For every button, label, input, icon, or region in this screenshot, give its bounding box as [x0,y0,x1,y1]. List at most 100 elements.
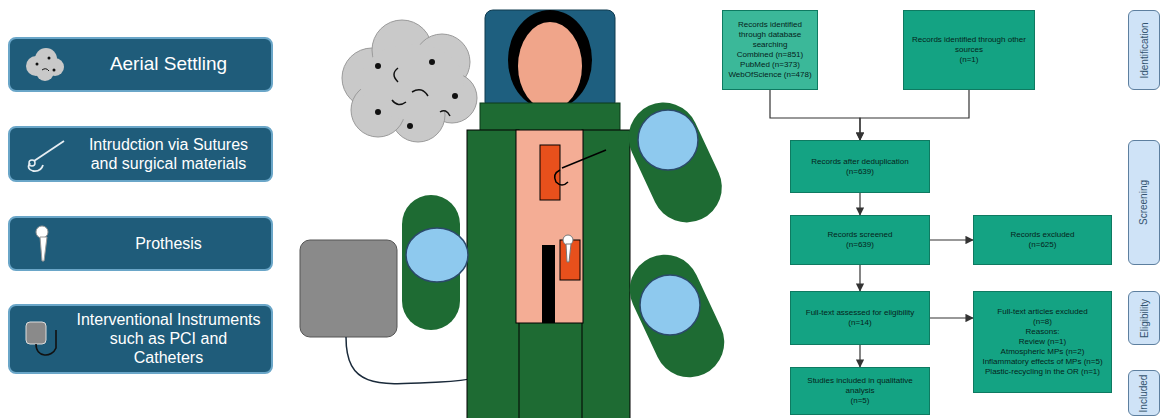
icon-shape [36,63,54,81]
particle-fiber [394,68,398,82]
prisma-box: Records after deduplication(n=639) [790,140,930,193]
flow-arrow [770,90,860,140]
suture-needle [555,170,568,185]
prisma-box: Full-text assessed for eligibility(n=14) [790,291,930,345]
surgical-field [516,130,583,323]
particle-dot [452,93,458,99]
icon-fiber [42,68,49,70]
flow-arrow [859,265,860,291]
prosthesis-stem [566,244,571,262]
particle-fiber [392,100,406,105]
box-text: Records screened [828,230,893,240]
source-box: Aerial Settling [8,37,273,92]
monitor-body [300,240,397,337]
phase-label: Identification [1139,22,1150,78]
box-text: Reasons: [1026,327,1060,337]
prisma-box: Records screened(n=639) [790,215,930,265]
surgeon-head [640,275,700,335]
phase-band: Included [1128,370,1160,416]
prisma-box: Records excluded(n=625) [973,215,1112,265]
icon-shape [29,163,43,171]
box-text: (n=639) [846,240,874,250]
particle-fiber [412,90,428,96]
box-text: (n=14) [848,318,871,328]
hair [508,10,592,110]
box-text: (n=8) [1033,317,1052,327]
drape-side [467,130,519,418]
implant-site [560,240,580,280]
surgeon-body [618,243,736,389]
phase-label: Eligibility [1139,299,1150,338]
icon-shape [26,322,46,344]
needle-holder [562,150,606,168]
box-text: Plastic-recycling in the OR (n=1) [985,367,1100,377]
prisma-box: Records identified through database sear… [722,10,818,90]
box-text: Review (n=1) [1019,337,1066,347]
phase-band: Screening [1128,140,1160,265]
particle-dot [429,59,435,65]
phase-label: Included [1139,374,1150,412]
icon-dot [48,56,51,59]
suture-icon [22,133,68,175]
flow-arrow [859,345,860,367]
box-text: Records identified through other sources [909,35,1029,55]
box-text: Combined (n=851) [737,50,803,60]
box-text: PubMed (n=373) [740,60,800,70]
source-box: Intrudction via Sutures and surgical mat… [8,126,273,182]
icon-shape [36,226,48,238]
box-text: (n=639) [846,167,874,177]
box-text: WebOfScience (n=478) [728,70,811,80]
box-text: Full-text articles excluded [997,307,1087,317]
particle-dot [375,63,381,69]
box-text: (n=625) [1029,240,1057,250]
face [518,22,582,110]
phase-label: Screening [1139,180,1150,225]
surgeons [402,91,736,389]
particle-cloud [342,20,477,142]
box-text: (n=5) [851,396,870,406]
surgeon-head [406,228,468,282]
box-text: Inflammatory effects of MPs (n=5) [982,357,1102,367]
box-text: Full-text assessed for eligibility [806,308,914,318]
icon-shape [40,237,47,261]
box-text: Records identified through database sear… [728,20,812,50]
device-icon [22,318,68,360]
source-box: Interventional Instruments such as PCI a… [8,304,273,374]
prisma-box: Studies included in qualitative analysis… [790,367,930,415]
cloud-core [360,44,464,120]
source-box: Prothesis [8,216,273,271]
head-panel [485,10,615,110]
box-text: Records after deduplication [811,157,908,167]
icon-dot [36,62,39,65]
box-text: Records excluded [1010,230,1074,240]
particle-dot [375,109,381,115]
phase-band: Eligibility [1128,291,1160,345]
prisma-box: Full-text articles excluded(n=8)Reasons:… [973,291,1112,393]
box-text: Atmospheric MPs (n=2) [1001,347,1085,357]
flow-arrow [930,239,973,240]
surgeon-head [638,110,698,170]
flow-arrow [930,317,973,318]
icon-shape [29,160,35,166]
prisma-box: Records identified through other sources… [903,10,1035,90]
drape-side [582,130,630,418]
box-text: Studies included in qualitative analysis [796,376,924,396]
flow-arrow [859,193,860,215]
surgeon-body [617,91,733,234]
particle-dot [407,123,413,129]
prosthesis-icon [22,223,68,265]
particle-fiber [440,111,450,116]
box-text: (n=1) [960,55,979,65]
icon-shape [34,141,64,161]
phase-band: Identification [1128,10,1160,90]
source-label: Intrudction via Sutures and surgical mat… [74,135,263,173]
source-label: Aerial Settling [110,53,227,76]
flow-arrow [860,90,969,140]
icon-shape [36,330,56,355]
source-label: Prothesis [135,234,202,253]
patient [467,10,630,418]
icon-dot [53,68,56,71]
implant-bar [542,245,555,323]
source-label: Interventional Instruments such as PCI a… [74,310,263,368]
cloud-icon [22,44,68,86]
